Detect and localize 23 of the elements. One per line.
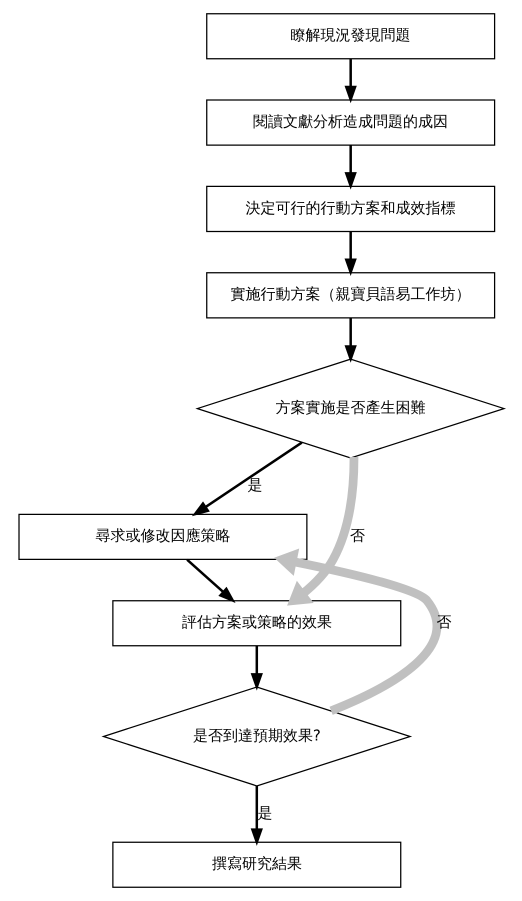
edge-label: 是 xyxy=(246,476,262,494)
arrow xyxy=(344,59,356,104)
node-box: 實施行動方案（親寶貝語易工作坊） xyxy=(206,272,495,318)
node-box: 尋求或修改因應策略 xyxy=(18,514,307,560)
node-diamond: 是否到達預期效果? xyxy=(100,686,412,787)
node-diamond: 方案實施是否產生困難 xyxy=(194,358,506,459)
arrow xyxy=(286,457,358,606)
edge-label: 是 xyxy=(256,804,272,822)
node-box: 閱讀文獻分析造成問題的成因 xyxy=(206,99,495,146)
arrow xyxy=(274,548,441,715)
edge-label: 否 xyxy=(350,526,365,545)
edge-label: 否 xyxy=(436,613,451,632)
node-box: 評估方案或策略的效果 xyxy=(112,600,401,646)
arrow xyxy=(250,646,262,691)
arrow xyxy=(344,232,356,276)
arrow xyxy=(344,318,356,363)
arrow xyxy=(191,442,302,516)
arrow xyxy=(344,145,356,190)
arrow xyxy=(186,558,236,603)
arrow xyxy=(250,786,262,846)
node-box: 決定可行的行動方案和成效指標 xyxy=(206,186,495,232)
node-box: 撰寫研究結果 xyxy=(112,842,401,888)
node-box: 瞭解現況發現問題 xyxy=(206,13,495,60)
